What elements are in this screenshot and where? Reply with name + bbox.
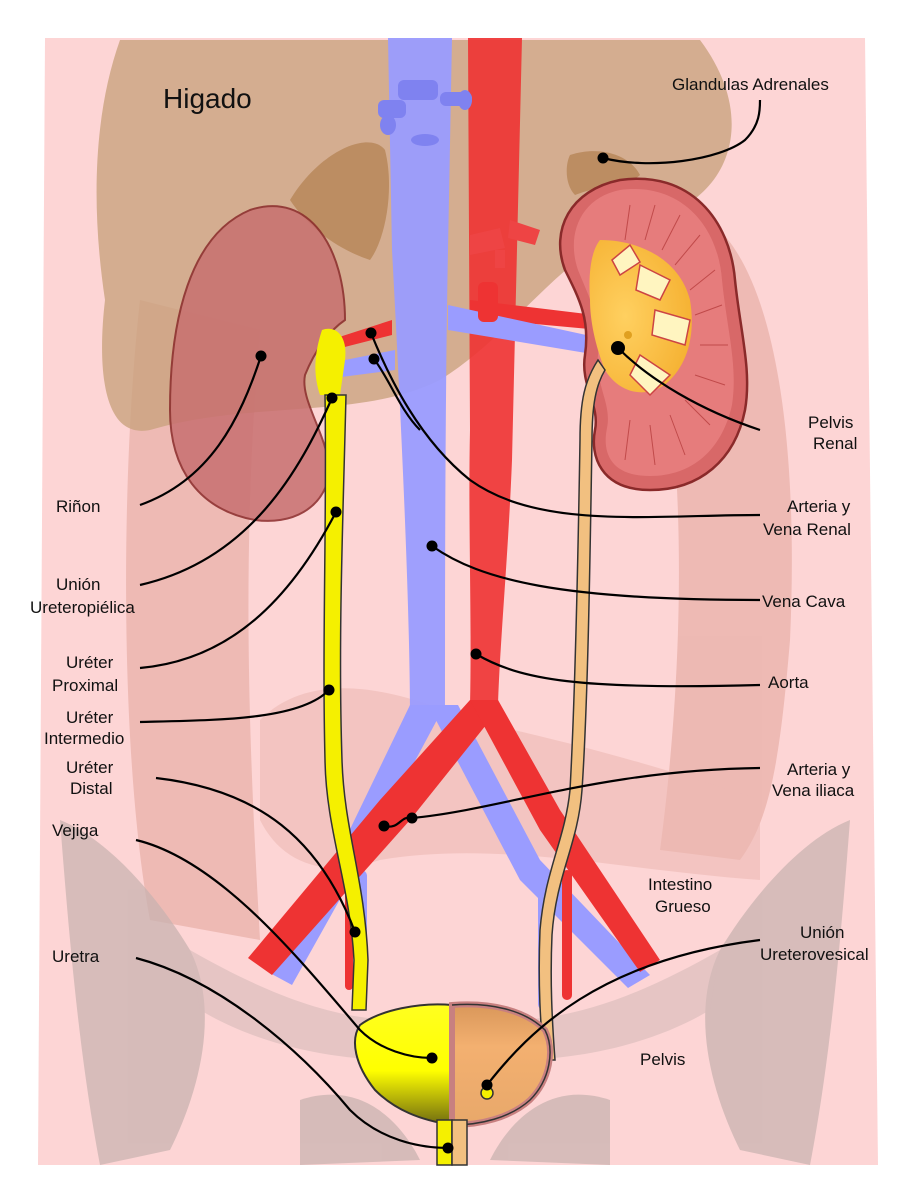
leader-adrenal <box>602 99 762 165</box>
dot-intermediate <box>323 684 335 696</box>
leader-aorta <box>475 653 761 688</box>
dot-proximal <box>330 506 342 518</box>
leader-renal-vessels <box>369 332 761 519</box>
label-intermediate-2: Intermedio <box>44 729 124 748</box>
iliac-vein-left <box>428 705 650 988</box>
label-intermediate-1: Uréter <box>66 708 114 727</box>
leader-dots <box>255 152 625 1154</box>
label-iliac-2: Vena iliaca <box>772 781 855 800</box>
dot-renal-pelvis <box>611 341 625 355</box>
label-distal-2: Distal <box>70 779 113 798</box>
bladder-cut-outline <box>451 1003 551 1126</box>
dot-iliac-artery <box>378 820 390 832</box>
leader-urethra <box>135 956 449 1150</box>
leader-vena-cava <box>431 545 761 602</box>
label-vena-cava: Vena Cava <box>762 592 846 611</box>
label-colon-1: Intestino <box>648 875 712 894</box>
hepatic-veins <box>378 80 472 146</box>
leader-lines <box>135 99 762 1150</box>
label-colon-2: Grueso <box>655 897 711 916</box>
label-pelvis: Pelvis <box>640 1050 685 1069</box>
label-uvj-2: Ureterovesical <box>760 945 869 964</box>
celiac-arteries <box>470 220 540 268</box>
label-iliac-1: Arteria y <box>787 760 851 779</box>
bladder-yellow-half <box>354 1003 453 1127</box>
label-upj-2: Ureteropiélica <box>30 598 135 617</box>
leader-distal <box>155 776 357 933</box>
dot-upj <box>326 392 338 404</box>
iliac-artery-internal-left <box>562 870 572 1000</box>
labels: Higado Glandulas Adrenales Riñon Pelvis … <box>30 75 869 1069</box>
label-renal-pelvis-1: Pelvis <box>808 413 853 432</box>
label-renal-vessels-2: Vena Renal <box>763 520 851 539</box>
label-urethra: Uretra <box>52 947 100 966</box>
iliac-artery-right <box>248 700 498 975</box>
dot-renal-vein <box>368 353 380 365</box>
leader-kidney <box>139 355 263 507</box>
label-upj-1: Unión <box>56 575 100 594</box>
label-liver: Higado <box>163 83 252 114</box>
label-distal-1: Uréter <box>66 758 114 777</box>
dot-bladder <box>426 1052 438 1064</box>
leader-renal-vessels-2 <box>373 358 421 431</box>
dot-aorta <box>470 648 482 660</box>
aorta <box>468 38 522 705</box>
label-renal-vessels-1: Arteria y <box>787 497 851 516</box>
label-proximal-2: Proximal <box>52 676 118 695</box>
dot-uvj <box>481 1079 493 1091</box>
renal-pelvis-right <box>315 328 346 395</box>
dot-renal-artery <box>365 327 377 339</box>
leader-upj <box>139 397 334 587</box>
label-adrenal: Glandulas Adrenales <box>672 75 829 94</box>
leader-iliac <box>383 766 761 828</box>
leader-renal-pelvis <box>617 347 761 432</box>
dot-adrenal <box>597 152 609 164</box>
label-uvj-1: Unión <box>800 923 844 942</box>
renal-vessel-stub <box>478 282 498 322</box>
label-proximal-1: Uréter <box>66 653 114 672</box>
renal-artery-left <box>470 300 600 330</box>
dot-urethra <box>442 1142 454 1154</box>
dot-kidney <box>255 350 267 362</box>
dot-distal <box>349 926 361 938</box>
dot-vena-cava <box>426 540 438 552</box>
dot-iliac-vein <box>406 812 418 824</box>
leader-intermediate <box>139 689 330 724</box>
ureter-right <box>323 394 369 1011</box>
urethra-yellow <box>436 1119 453 1166</box>
urethra-cut <box>451 1119 468 1166</box>
leader-proximal <box>139 511 337 670</box>
label-kidney: Riñon <box>56 497 100 516</box>
label-renal-pelvis-2: Renal <box>813 434 857 453</box>
label-bladder: Vejiga <box>52 821 99 840</box>
liver-lobe <box>290 142 390 260</box>
leader-uvj <box>486 938 761 1086</box>
leader-bladder <box>135 838 433 1060</box>
label-aorta: Aorta <box>768 673 809 692</box>
pelvic-bones <box>60 820 850 1165</box>
